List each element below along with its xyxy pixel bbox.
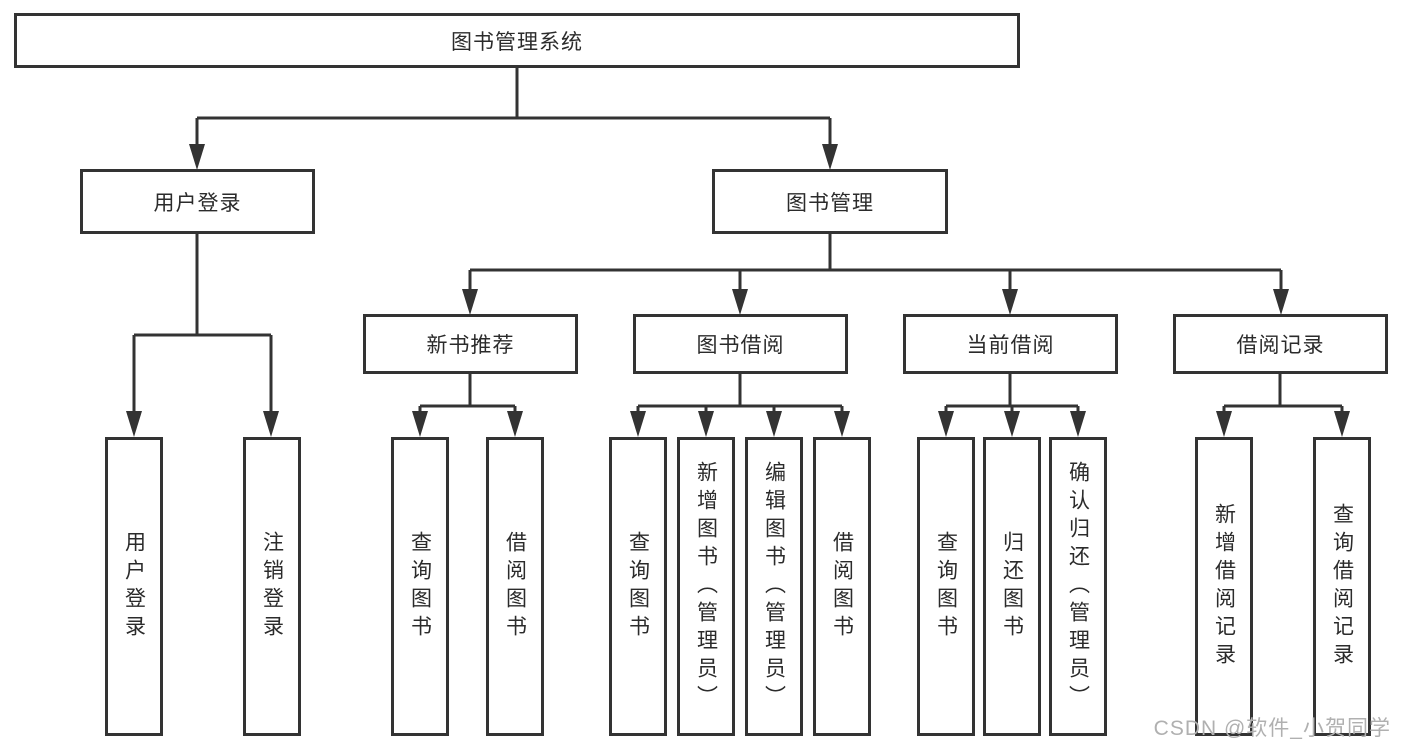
- node-label: 用户登录: [153, 191, 242, 215]
- arrowheads: [126, 144, 1350, 437]
- leaf-query-books-current: 查询图书: [917, 437, 975, 736]
- arrowhead-icon: [1334, 411, 1350, 437]
- node-book-management: 图书管理: [712, 169, 948, 234]
- node-label: 新增图书（管理员）: [694, 460, 718, 713]
- node-label: 查询图书: [626, 530, 650, 643]
- node-label: 注销登录: [260, 530, 284, 643]
- arrowhead-icon: [462, 289, 478, 315]
- arrowhead-icon: [263, 411, 279, 437]
- arrowhead-icon: [698, 411, 714, 437]
- leaf-add-books-admin: 新增图书（管理员）: [677, 437, 735, 736]
- leaf-logout: 注销登录: [243, 437, 301, 736]
- arrowhead-icon: [1070, 411, 1086, 437]
- leaf-add-borrow-record: 新增借阅记录: [1195, 437, 1253, 736]
- leaf-query-books-borrow: 查询图书: [609, 437, 667, 736]
- node-label: 新增借阅记录: [1212, 502, 1236, 671]
- arrowhead-icon: [126, 411, 142, 437]
- arrowhead-icon: [732, 289, 748, 315]
- leaf-user-login: 用户登录: [105, 437, 163, 736]
- node-label: 编辑图书（管理员）: [762, 460, 786, 713]
- csdn-watermark: CSDN @软件_小贺同学: [1153, 717, 1391, 740]
- leaf-confirm-return-admin: 确认归还（管理员）: [1049, 437, 1107, 736]
- node-label: 借阅图书: [503, 530, 527, 643]
- node-label: 图书管理: [786, 191, 874, 215]
- arrowhead-icon: [1273, 289, 1289, 315]
- arrowhead-icon: [189, 144, 205, 170]
- arrowhead-icon: [938, 411, 954, 437]
- arrowhead-icon: [1004, 411, 1020, 437]
- node-label: 查询图书: [408, 530, 432, 643]
- arrowhead-icon: [766, 411, 782, 437]
- leaf-query-borrow-record: 查询借阅记录: [1313, 437, 1371, 736]
- node-label: 当前借阅: [966, 334, 1055, 357]
- arrowhead-icon: [822, 144, 838, 170]
- node-label: 图书借阅: [696, 334, 785, 357]
- node-label: 查询图书: [934, 530, 958, 643]
- leaf-query-books-recommend: 查询图书: [391, 437, 449, 736]
- node-label: 查询借阅记录: [1330, 502, 1354, 671]
- node-label: 确认归还（管理员）: [1066, 460, 1090, 713]
- leaf-edit-books-admin: 编辑图书（管理员）: [745, 437, 803, 736]
- arrowhead-icon: [507, 411, 523, 437]
- node-label: 新书推荐: [426, 334, 515, 357]
- arrowhead-icon: [412, 411, 428, 437]
- node-label: 用户登录: [122, 530, 146, 643]
- leaf-return-books: 归还图书: [983, 437, 1041, 736]
- arrowhead-icon: [630, 411, 646, 437]
- node-label: 图书管理系统: [451, 30, 583, 54]
- node-label: 借阅图书: [830, 530, 854, 643]
- node-current-borrow: 当前借阅: [903, 314, 1118, 374]
- arrowhead-icon: [834, 411, 850, 437]
- arrowhead-icon: [1002, 289, 1018, 315]
- node-user-login: 用户登录: [80, 169, 315, 234]
- arrowhead-icon: [1216, 411, 1232, 437]
- node-label: 借阅记录: [1236, 334, 1325, 357]
- node-root-system: 图书管理系统: [14, 13, 1020, 68]
- node-borrow-records: 借阅记录: [1173, 314, 1388, 374]
- node-new-book-recommend: 新书推荐: [363, 314, 578, 374]
- connector-lines: [132, 68, 1344, 414]
- leaf-borrow-books: 借阅图书: [813, 437, 871, 736]
- leaf-borrow-books-recommend: 借阅图书: [486, 437, 544, 736]
- node-book-borrow: 图书借阅: [633, 314, 848, 374]
- node-label: 归还图书: [1000, 530, 1024, 643]
